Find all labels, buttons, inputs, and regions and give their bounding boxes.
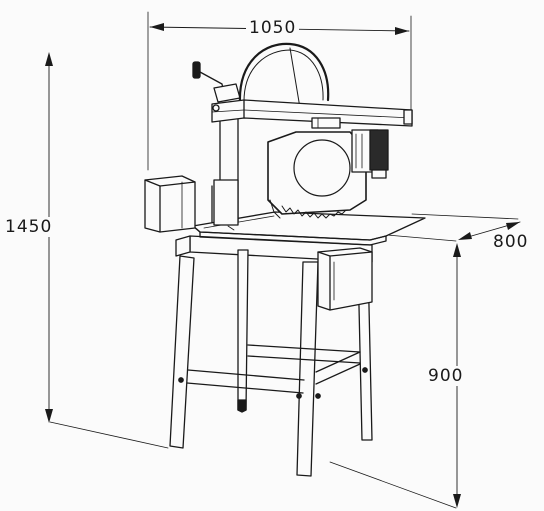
- height-total-label: 1450: [2, 217, 56, 237]
- overhead-guard-loop: [238, 42, 330, 109]
- depth-label: 800: [490, 232, 532, 252]
- switch-box: [317, 247, 373, 311]
- motor-and-guard: [267, 129, 389, 219]
- dimension-lines: [45, 11, 521, 509]
- radial-arm: [211, 99, 413, 129]
- table-height-label: 900: [425, 366, 467, 386]
- fence-box: [144, 175, 196, 233]
- table-top: [192, 211, 426, 246]
- stand-frame: [169, 235, 373, 477]
- crank-handle: [192, 61, 241, 103]
- column: [211, 103, 239, 226]
- width-label: 1050: [246, 18, 300, 38]
